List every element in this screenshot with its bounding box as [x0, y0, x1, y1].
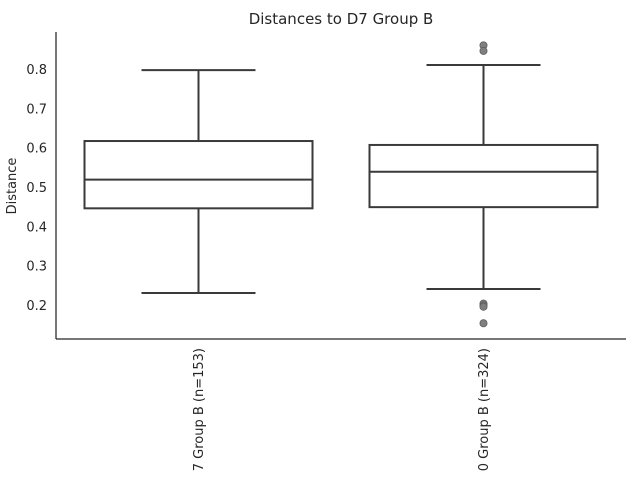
x-tick-label: 0 Group B (n=324) — [477, 348, 492, 471]
box-group — [83, 69, 314, 294]
y-axis-label: Distance — [5, 158, 20, 215]
outlier-point — [479, 319, 488, 328]
box-group — [368, 41, 599, 328]
y-tick-label: 0.7 — [26, 102, 47, 117]
plot-area — [83, 41, 599, 328]
y-tick-label: 0.3 — [26, 260, 47, 275]
y-tick-label: 0.5 — [26, 181, 47, 196]
interquartile-box — [368, 143, 599, 209]
y-tick-label: 0.4 — [26, 220, 47, 235]
y-tick-label: 0.2 — [26, 299, 47, 314]
x-tick-label: 7 Group B (n=153) — [192, 348, 207, 471]
outlier-point — [479, 46, 488, 55]
chart-title: Distances to D7 Group B — [249, 10, 434, 28]
y-tick-label: 0.6 — [26, 142, 47, 157]
interquartile-box — [83, 140, 314, 210]
outlier-point — [479, 302, 488, 311]
y-tick-label: 0.8 — [26, 63, 47, 78]
